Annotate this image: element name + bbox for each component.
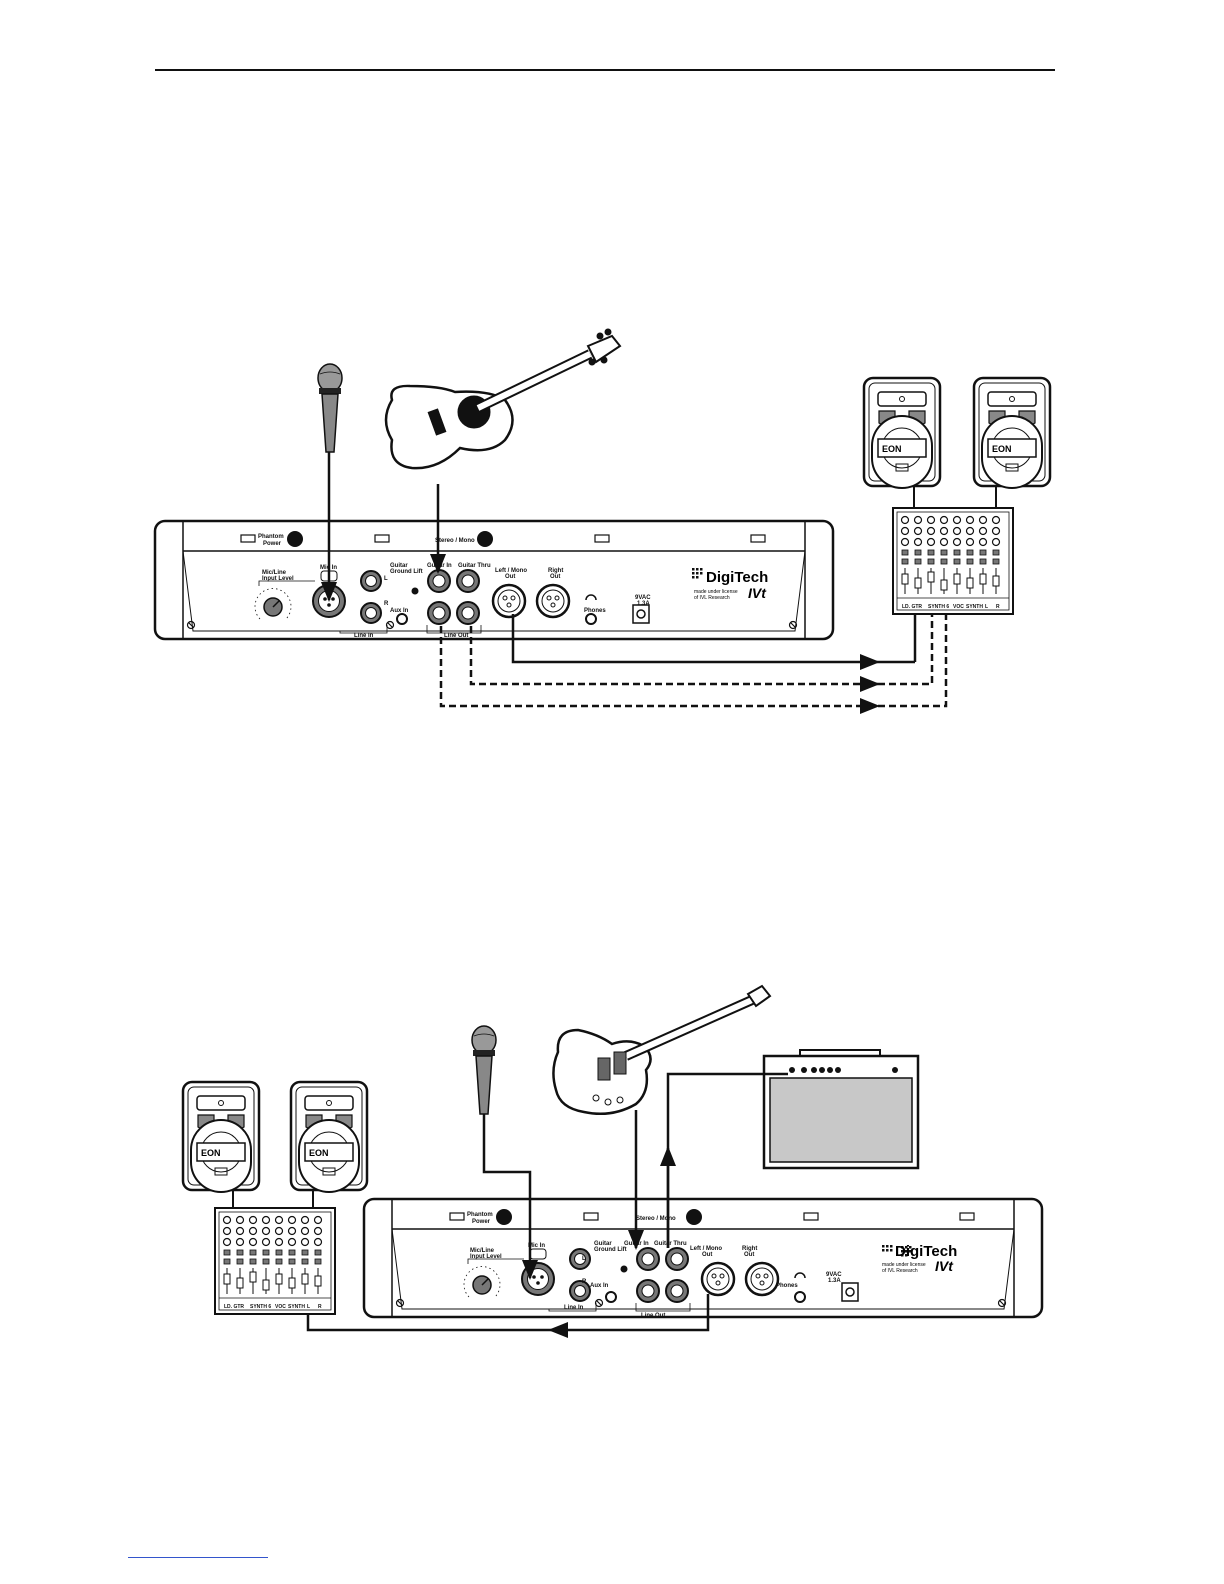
mixer-input-cable-1c [878,614,948,708]
aux-in-label-1: Aux In [390,608,409,614]
mixer-ch-3-2: VOC [275,1304,286,1310]
footer-link-underline [128,1557,268,1558]
stereo-mono-label-1: Stereo / Mono [435,538,475,544]
model-logo-2: IVt [935,1258,954,1274]
mixer-input-cable-1b [878,614,934,686]
acoustic-guitar [384,328,622,470]
tm-text-1a: made under license [694,589,738,595]
header-rule [155,69,1055,71]
line-in-l-label-2: L [582,1256,586,1262]
guitar-thru-label-1: Guitar Thru [458,563,491,569]
line-out-r-cable-1 [469,626,880,692]
microphone-2 [471,1025,497,1115]
phantom-label-2b: Power [472,1219,491,1225]
line-in-r-label-2: R [582,1279,587,1285]
brand-logo-2: DigiTech [895,1243,957,1260]
left-mono-label-1b: Out [505,574,515,580]
mixer-input-cable-2 [306,1314,550,1332]
left-mono-out-cable-2 [548,1294,710,1338]
model-logo-1: IVt [748,585,767,601]
phantom-label-1b: Power [263,541,282,547]
speaker-logo-2a: EON [201,1148,221,1158]
speaker-logos-1: EON EON [882,444,1012,454]
brand-dots-2 [882,1245,893,1252]
speaker-logo-1a: EON [882,444,902,454]
mixer-1 [892,507,1014,615]
speaker-logo-2b: EON [309,1148,329,1158]
mixer-labels-1: LD. GTR SYNTH 6 VOC SYNTH L R [902,604,1000,610]
phones-label-1: Phones [584,608,606,614]
power-label-2b: 1.3A [828,1278,841,1284]
mic-line-label-2b: Input Level [470,1254,502,1260]
line-in-l-label-1: L [384,576,388,582]
line-out-label-1: Line Out [444,633,468,639]
speaker-right-2 [289,1080,369,1194]
mixer-ch-4-2: SYNTH [288,1304,305,1310]
line-in-label-2: Line In [564,1305,584,1311]
speaker-right-1 [972,376,1052,490]
phantom-label-1a: Phantom [258,534,284,540]
mixer-ch-1-1: LD. GTR [902,604,922,610]
speaker-left-2 [181,1080,261,1194]
right-out-label-2a: Right [742,1246,757,1252]
mixer-ch-5-1: L [985,604,988,610]
guitar-thru-label-2: Guitar Thru [654,1241,687,1247]
line-in-r-label-1: R [384,601,389,607]
mic-cable-2 [482,1114,538,1280]
brand-logo-1: DigiTech [706,569,768,586]
mixer-ch-2-1: SYNTH 6 [928,604,949,610]
power-label-1b: 1.3A [637,601,650,607]
speaker-logos-2: EON EON [201,1148,329,1158]
ground-lift-label-1a: Guitar [390,563,408,569]
power-label-2a: 9VAC [826,1272,842,1278]
mixer-ch-6-2: R [318,1304,322,1310]
mixer-ch-4-1: SYNTH [966,604,983,610]
phones-label-2: Phones [776,1283,798,1289]
mic-line-label-2a: Mic/Line [470,1248,495,1254]
mic-line-label-1a: Mic/Line [262,570,287,576]
mixer-ch-1-2: LD. GTR [224,1304,244,1310]
mic-in-label-2: Mic In [528,1243,545,1249]
ground-lift-label-2b: Ground Lift [594,1247,627,1253]
guitar-in-label-1: Guitar In [427,563,452,569]
line-out-l-cable-1 [439,626,880,714]
device-labels-2: Phantom Power Stereo / Mono Mic/Line Inp… [467,1212,842,1319]
mic-in-label-1: Mic In [320,565,337,571]
phantom-label-2a: Phantom [467,1212,493,1218]
mixer-2 [214,1207,336,1315]
mixer-labels-2: LD. GTR SYNTH 6 VOC SYNTH L R [224,1304,322,1310]
mixer-ch-2-2: SYNTH 6 [250,1304,271,1310]
mixer-ch-3-1: VOC [953,604,964,610]
left-mono-label-2a: Left / Mono [690,1246,722,1252]
mixer-ch-6-1: R [996,604,1000,610]
device-labels-1: Phantom Power Stereo / Mono Mic/Line Inp… [258,534,651,639]
tm-text-2a: made under license [882,1262,926,1268]
stereo-mono-label-2: Stereo / Mono [636,1216,676,1222]
ground-lift-label-2a: Guitar [594,1241,612,1247]
aux-in-label-2: Aux In [590,1283,609,1289]
left-mono-label-2b: Out [702,1252,712,1258]
guitar-amplifier [762,1049,920,1170]
speaker-left-1 [862,376,942,490]
mixer-ch-5-2: L [307,1304,310,1310]
right-out-label-2b: Out [744,1252,754,1258]
speaker-logo-1b: EON [992,444,1012,454]
guitar-in-label-2: Guitar In [624,1241,649,1247]
power-label-1a: 9VAC [635,595,651,601]
line-in-label-1: Line In [354,633,374,639]
mic-line-label-1b: Input Level [262,576,294,582]
left-mono-label-1a: Left / Mono [495,568,527,574]
tm-text-1b: of IVL Research [694,595,730,601]
line-out-label-2: Line Out [641,1313,665,1319]
microphone-1 [317,363,343,453]
right-out-label-1b: Out [550,574,560,580]
ground-lift-label-1b: Ground Lift [390,569,423,575]
electric-guitar [552,984,772,1115]
left-mono-out-cable-1 [511,614,880,670]
tm-text-2b: of IVL Research [882,1268,918,1274]
right-out-label-1a: Right [548,568,563,574]
